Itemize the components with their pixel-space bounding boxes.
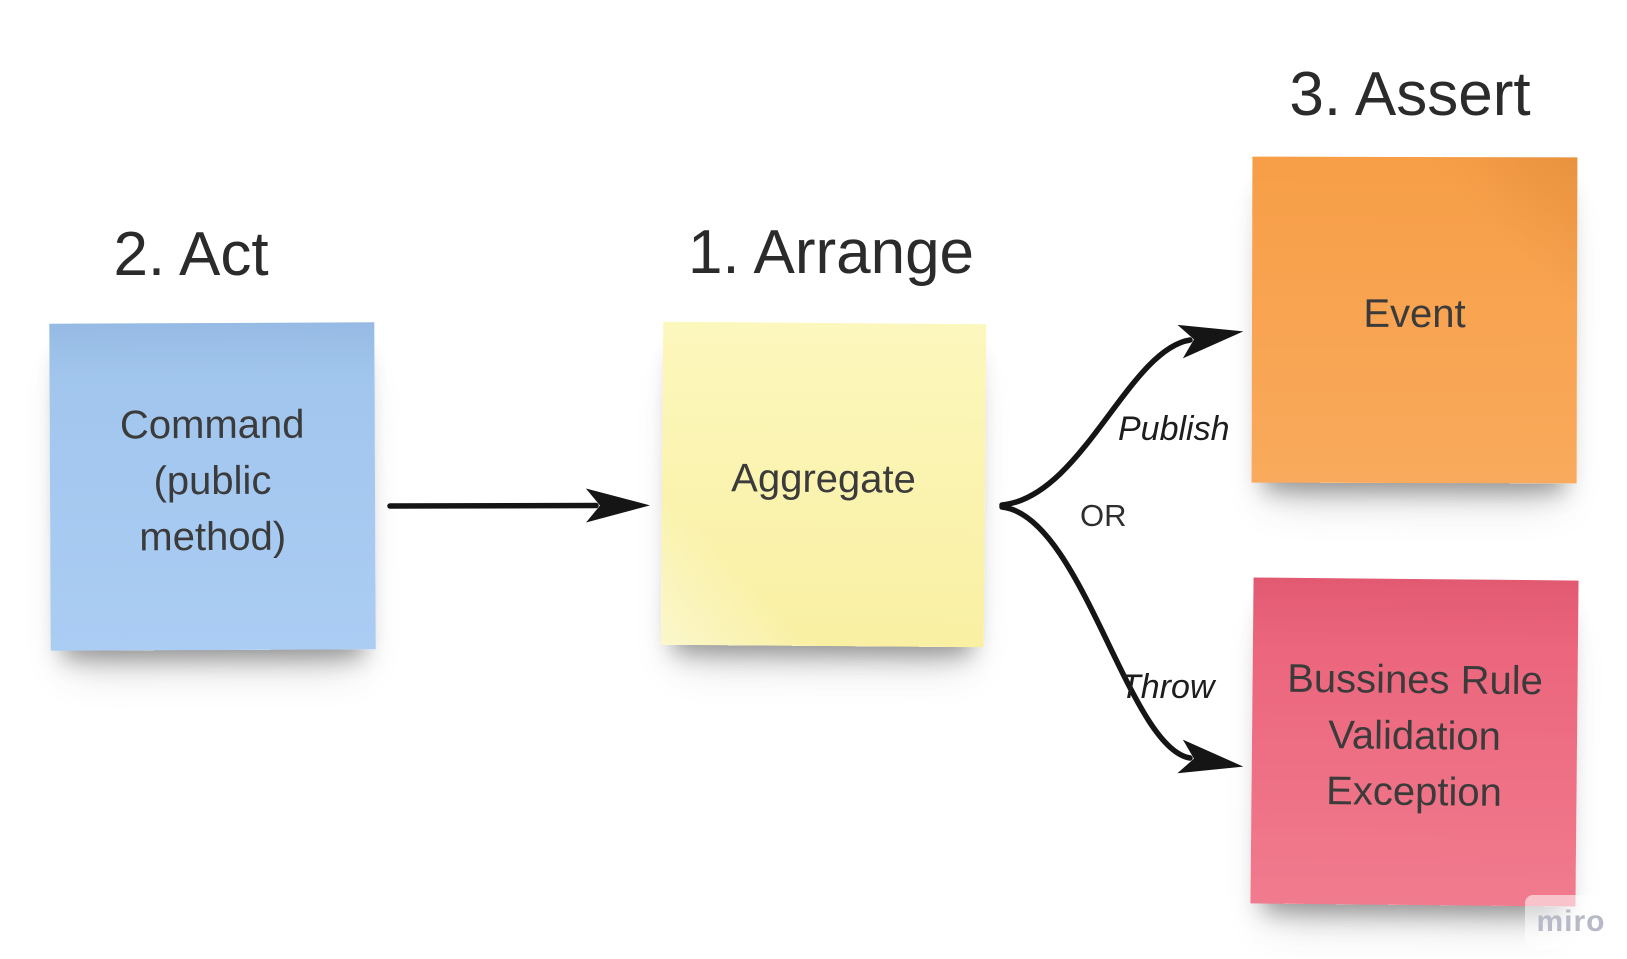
connector-command-to-aggregate[interactable] [387, 488, 650, 523]
connector-throw-arrow[interactable] [999, 504, 1244, 774]
heading-assert[interactable]: 3. Assert [1289, 60, 1531, 129]
sticky-note-command-text: Command (public method) [119, 402, 305, 559]
connector-label-or[interactable]: OR [1080, 498, 1127, 533]
sticky-note-business-rule-exception[interactable]: Bussines Rule Validation Exception [1250, 577, 1579, 907]
heading-act[interactable]: 2. Act [113, 220, 269, 289]
connector-label-throw[interactable]: Throw [1120, 668, 1215, 706]
sticky-note-event[interactable]: Event [1251, 156, 1578, 484]
miro-logo: miro [1525, 895, 1617, 949]
sticky-note-event-text: Event [1363, 291, 1466, 337]
sticky-note-aggregate-text: Aggregate [731, 455, 917, 502]
sticky-note-aggregate[interactable]: Aggregate [660, 321, 987, 648]
heading-arrange[interactable]: 1. Arrange [687, 218, 975, 287]
sticky-note-business-rule-exception-text: Bussines Rule Validation Exception [1287, 656, 1544, 815]
connector-label-publish[interactable]: Publish [1118, 410, 1230, 448]
sticky-note-command[interactable]: Command (public method) [49, 322, 376, 651]
